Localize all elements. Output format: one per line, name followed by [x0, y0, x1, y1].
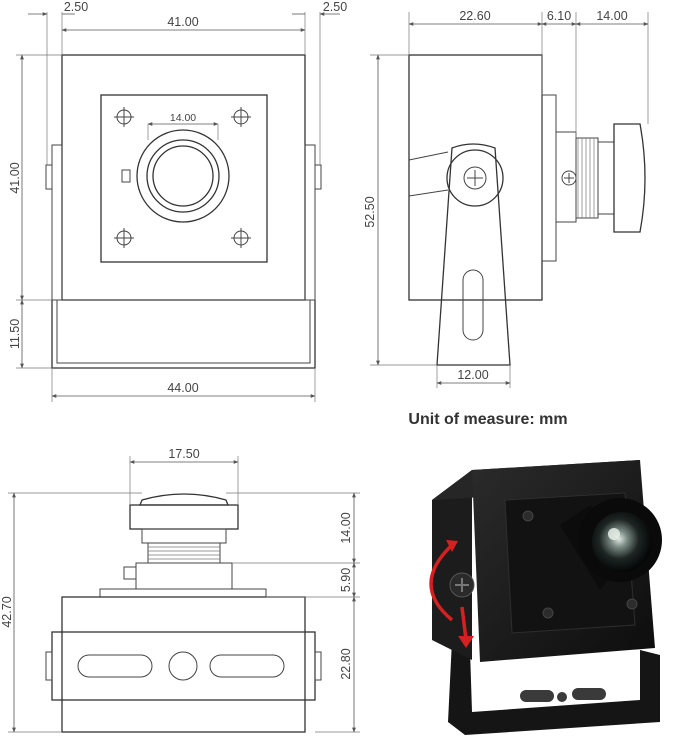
- top-lens-dome: [139, 493, 229, 506]
- dim-bracket-height: 11.50: [8, 319, 22, 349]
- photo-bracket-slot-right: [572, 688, 606, 700]
- top-body-outline: [61, 596, 306, 733]
- side-bracket-arm: [436, 143, 511, 366]
- side-bracket-edge: [408, 151, 449, 197]
- camera-photo: [429, 460, 662, 735]
- mount-holes: [114, 107, 251, 248]
- photo-lens-glass: [592, 512, 652, 572]
- dim-front-width: 41.00: [167, 15, 198, 29]
- dim-top-body-height: 22.80: [339, 648, 353, 679]
- top-slot-right: [209, 654, 285, 678]
- focus-screw: [121, 169, 131, 183]
- side-bracket-slot: [462, 269, 484, 341]
- lens-mid-ring: [146, 139, 220, 213]
- right-bracket-arm: [304, 144, 316, 301]
- dim-right-margin: 2.50: [323, 0, 347, 14]
- top-view: 17.50 42.70 14.00 5.90 22.80: [0, 447, 360, 733]
- front-bracket-outline: [51, 300, 316, 369]
- left-bracket-arm: [51, 144, 63, 301]
- dim-top-overall-height: 42.70: [0, 596, 14, 627]
- dim-top-collar-height: 5.90: [339, 568, 353, 592]
- top-focus-screw: [123, 566, 137, 580]
- side-lens-collar: [597, 141, 615, 215]
- dim-left-margin: 2.50: [64, 0, 88, 14]
- dim-lens-base: 6.10: [547, 9, 571, 23]
- left-screw-head: [45, 164, 53, 190]
- side-lens-front: [613, 123, 646, 233]
- top-lens-thread: [147, 542, 221, 564]
- top-lens-base: [135, 562, 233, 590]
- dim-lens-spacing: 14.00: [170, 112, 196, 124]
- side-bracket-screw: [463, 166, 487, 190]
- front-bracket-inner: [56, 299, 311, 364]
- top-lens-front: [129, 504, 239, 530]
- dim-overall-height: 52.50: [363, 196, 377, 227]
- front-view: 14.00 41.00 2.50 2.50 41.00 11.50 44.00: [8, 0, 347, 402]
- lens-board: [100, 94, 268, 263]
- side-lens-board: [541, 94, 557, 262]
- dim-top-lens-width: 17.50: [168, 447, 199, 461]
- dim-bracket-width: 44.00: [167, 381, 198, 395]
- dim-lens-length: 14.00: [596, 9, 627, 23]
- top-left-screw: [45, 651, 53, 681]
- photo-bracket-slot-left: [520, 690, 554, 702]
- side-bracket-pivot: [446, 149, 504, 207]
- lens-outer-ring: [136, 129, 230, 223]
- right-screw-head: [314, 164, 322, 190]
- screw-cross-icon: [467, 170, 483, 186]
- dim-top-lens-height: 14.00: [339, 512, 353, 543]
- rotate-arrow-icon: [429, 543, 454, 622]
- side-lens-base: [555, 131, 577, 223]
- front-body-outline: [61, 54, 306, 301]
- side-lens-thread: [575, 137, 599, 219]
- side-view: 22.60 6.10 14.00 52.50 12.00: [363, 9, 649, 388]
- unit-label: Unit of measure: mm: [408, 411, 567, 428]
- photo-bracket: [448, 640, 660, 735]
- lens-inner-ring: [152, 145, 214, 207]
- top-slot-left: [77, 654, 153, 678]
- top-lens-board: [99, 588, 267, 598]
- side-lens-screw: [561, 170, 577, 186]
- dim-body-depth: 22.60: [459, 9, 490, 23]
- dim-front-height: 41.00: [8, 162, 22, 193]
- dim-side-bracket-width: 12.00: [457, 368, 488, 382]
- top-right-screw: [314, 651, 322, 681]
- top-lens-collar: [141, 528, 227, 544]
- top-bracket-band: [51, 631, 316, 701]
- top-center-hole: [168, 651, 198, 681]
